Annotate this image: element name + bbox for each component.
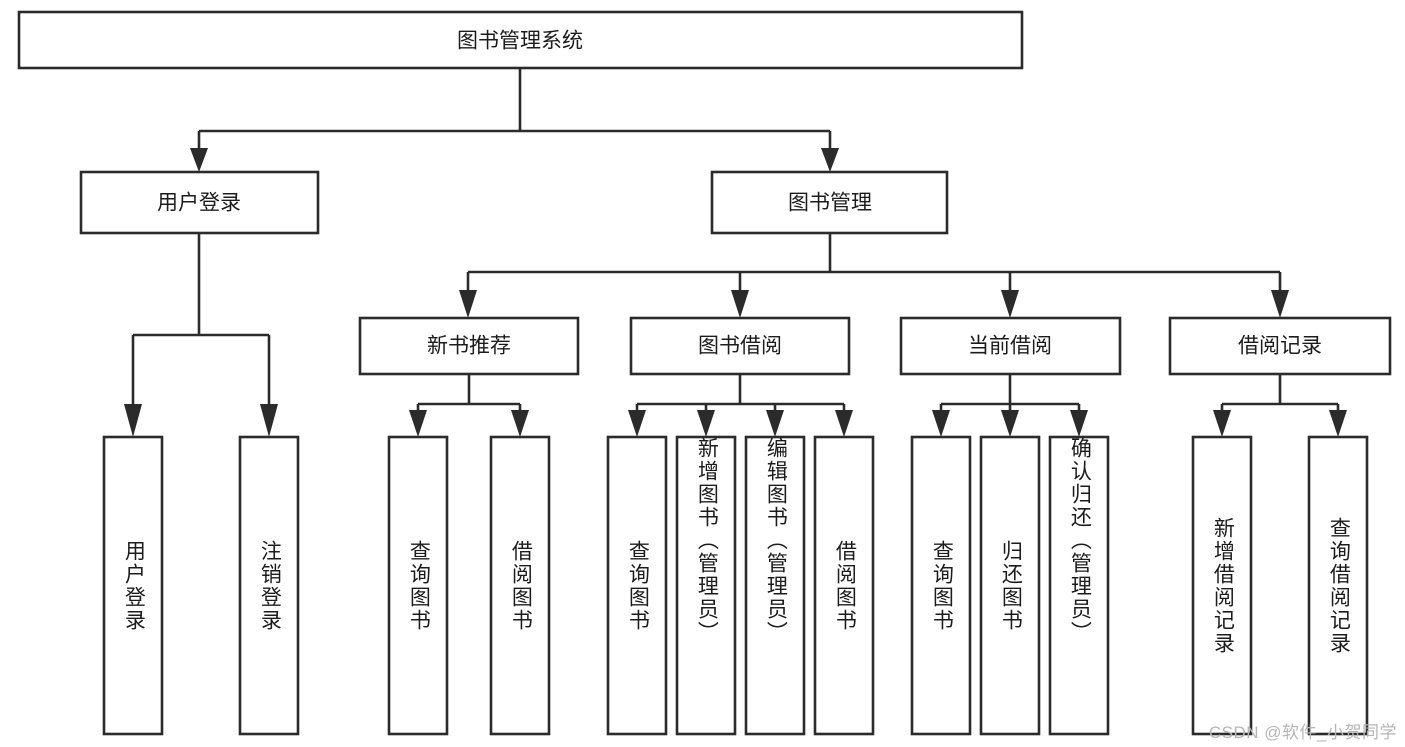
node-root-label: 图书管理系统 (457, 30, 583, 53)
leaf-record-add-box[interactable] (1191, 435, 1253, 736)
node-new-book-recommend-label: 新书推荐 (427, 335, 511, 358)
node-book-manage-label: 图书管理 (788, 192, 872, 215)
node-new-book-recommend-box[interactable] (358, 316, 580, 376)
leaf-borrow-lend-box[interactable] (813, 435, 875, 736)
node-borrow-record-label: 借阅记录 (1238, 335, 1322, 358)
leaf-recommend-query-box[interactable] (387, 435, 449, 736)
arrowhead-leaf-user-login (124, 404, 142, 437)
leaf-user-login-box[interactable] (102, 435, 164, 736)
node-book-borrow-label: 图书借阅 (698, 335, 782, 358)
arrowhead-borrow-record (1271, 290, 1289, 318)
arrowhead-leaf-logout (260, 404, 278, 437)
arrowhead-leaf-record-query (1329, 410, 1347, 437)
arrowhead-new-book-recommend (459, 290, 477, 318)
leaf-recommend-borrow-box[interactable] (489, 435, 551, 736)
leaf-logout-box[interactable] (238, 435, 300, 736)
node-book-manage-box[interactable] (710, 170, 949, 235)
node-current-borrow-label: 当前借阅 (968, 335, 1052, 358)
node-book-borrow-box[interactable] (629, 316, 851, 376)
arrowhead-leaf-current-query (932, 410, 950, 437)
arrowhead-leaf-borrow-add (697, 410, 715, 437)
leaf-borrow-query-box[interactable] (606, 435, 668, 736)
arrowhead-leaf-borrow-edit (766, 410, 784, 437)
arrowhead-leaf-current-return (1001, 410, 1019, 437)
arrowhead-user-login (190, 148, 208, 172)
arrowhead-leaf-current-confirm (1070, 410, 1088, 437)
node-root-box[interactable] (17, 10, 1024, 70)
arrowhead-leaf-recommend-query (409, 410, 427, 437)
node-current-borrow-box[interactable] (899, 316, 1122, 376)
arrowhead-leaf-record-add (1213, 410, 1231, 437)
leaf-current-return-box[interactable] (979, 435, 1041, 736)
arrowhead-book-manage (821, 148, 839, 172)
leaf-current-query-box[interactable] (910, 435, 972, 736)
arrowhead-leaf-borrow-query (628, 410, 646, 437)
arrowhead-leaf-recommend-borrow (511, 410, 529, 437)
arrowhead-leaf-borrow-lend (835, 410, 853, 437)
arrowhead-book-borrow (731, 290, 749, 318)
node-borrow-record-box[interactable] (1168, 316, 1392, 376)
leaf-borrow-edit-box[interactable] (744, 435, 806, 736)
arrowhead-current-borrow (1001, 290, 1019, 318)
watermark-text: CSDN @软件_小贺同学 (1208, 723, 1397, 742)
leaf-record-query-box[interactable] (1307, 435, 1369, 736)
node-user-login-label: 用户登录 (157, 192, 241, 215)
leaf-current-confirm-box[interactable] (1048, 435, 1110, 736)
leaf-borrow-add-box[interactable] (675, 435, 737, 736)
